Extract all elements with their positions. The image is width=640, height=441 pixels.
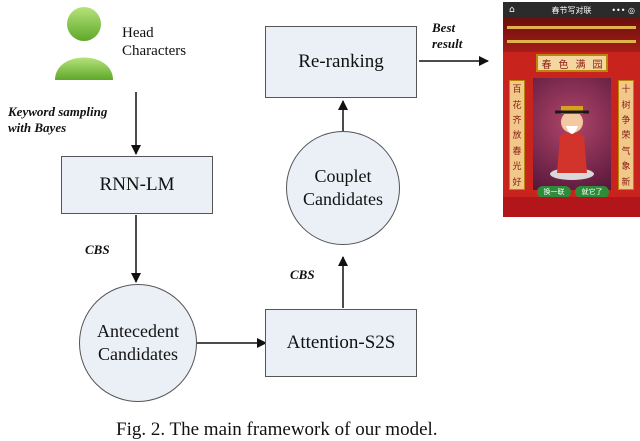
god-of-wealth-illustration <box>533 78 611 190</box>
cloud-decoration <box>503 197 640 217</box>
change-couplet-button[interactable]: 换一联 <box>537 186 571 198</box>
couplet-char: 荣 <box>621 131 631 142</box>
couplet-char: 象 <box>621 162 631 173</box>
phone-title-bar: ⌂ 春节写对联 ••• ◎ <box>503 2 640 18</box>
banner-char: 园 <box>592 59 603 71</box>
rnn-lm-node: RNN-LM <box>61 156 213 214</box>
figure-caption: Fig. 2. The main framework of our model. <box>116 419 438 440</box>
temple-roof <box>503 18 640 52</box>
cbs-right-label: CBS <box>290 267 315 282</box>
keyword-sampling-label: Keyword sampling with Bayes <box>8 104 108 135</box>
cbs-left-label: CBS <box>85 242 110 257</box>
attention-s2s-node: Attention-S2S <box>265 309 417 377</box>
couplet-char: 百 <box>512 85 522 96</box>
banner-char: 春 <box>541 59 552 71</box>
left-couplet: 百 花 齐 放 春 光 好 <box>509 80 525 190</box>
couplet-char: 放 <box>512 131 522 142</box>
couplet-char: 十 <box>621 85 631 96</box>
more-icon[interactable]: ••• ◎ <box>611 5 635 15</box>
couplet-char: 齐 <box>512 116 522 127</box>
couplet-char: 春 <box>512 146 522 157</box>
couplet-char: 光 <box>512 162 522 173</box>
couplet-char: 争 <box>621 116 631 127</box>
right-couplet: 十 树 争 荣 气 象 新 <box>618 80 634 190</box>
couplet-char: 好 <box>512 177 522 188</box>
confirm-couplet-button[interactable]: 就它了 <box>575 186 609 198</box>
diagram-canvas: Head Characters Keyword sampling with Ba… <box>8 2 640 440</box>
banner-char: 色 <box>558 59 569 71</box>
home-icon[interactable]: ⌂ <box>509 5 515 15</box>
couplet-char: 气 <box>621 146 631 157</box>
best-result-label: Best result <box>432 20 463 51</box>
edges-layer <box>55 7 489 348</box>
user-icon <box>55 7 113 80</box>
head-characters-label: Head Characters <box>122 25 187 59</box>
antecedent-candidates-node: Antecedent Candidates <box>79 284 197 402</box>
couplet-char: 树 <box>621 100 631 111</box>
couplet-char: 新 <box>621 177 631 188</box>
horizontal-banner: 春 色 满 园 <box>536 54 608 72</box>
god-figure-icon <box>550 106 594 180</box>
couplet-candidates-node: Couplet Candidates <box>286 131 400 245</box>
reranking-node: Re-ranking <box>265 26 417 98</box>
phone-screenshot: ⌂ 春节写对联 ••• ◎ 春 色 满 园 百 花 齐 放 春 光 好 十 树 … <box>503 2 640 217</box>
couplet-char: 花 <box>512 100 522 111</box>
banner-char: 满 <box>575 59 586 71</box>
phone-title: 春节写对联 <box>551 5 592 15</box>
